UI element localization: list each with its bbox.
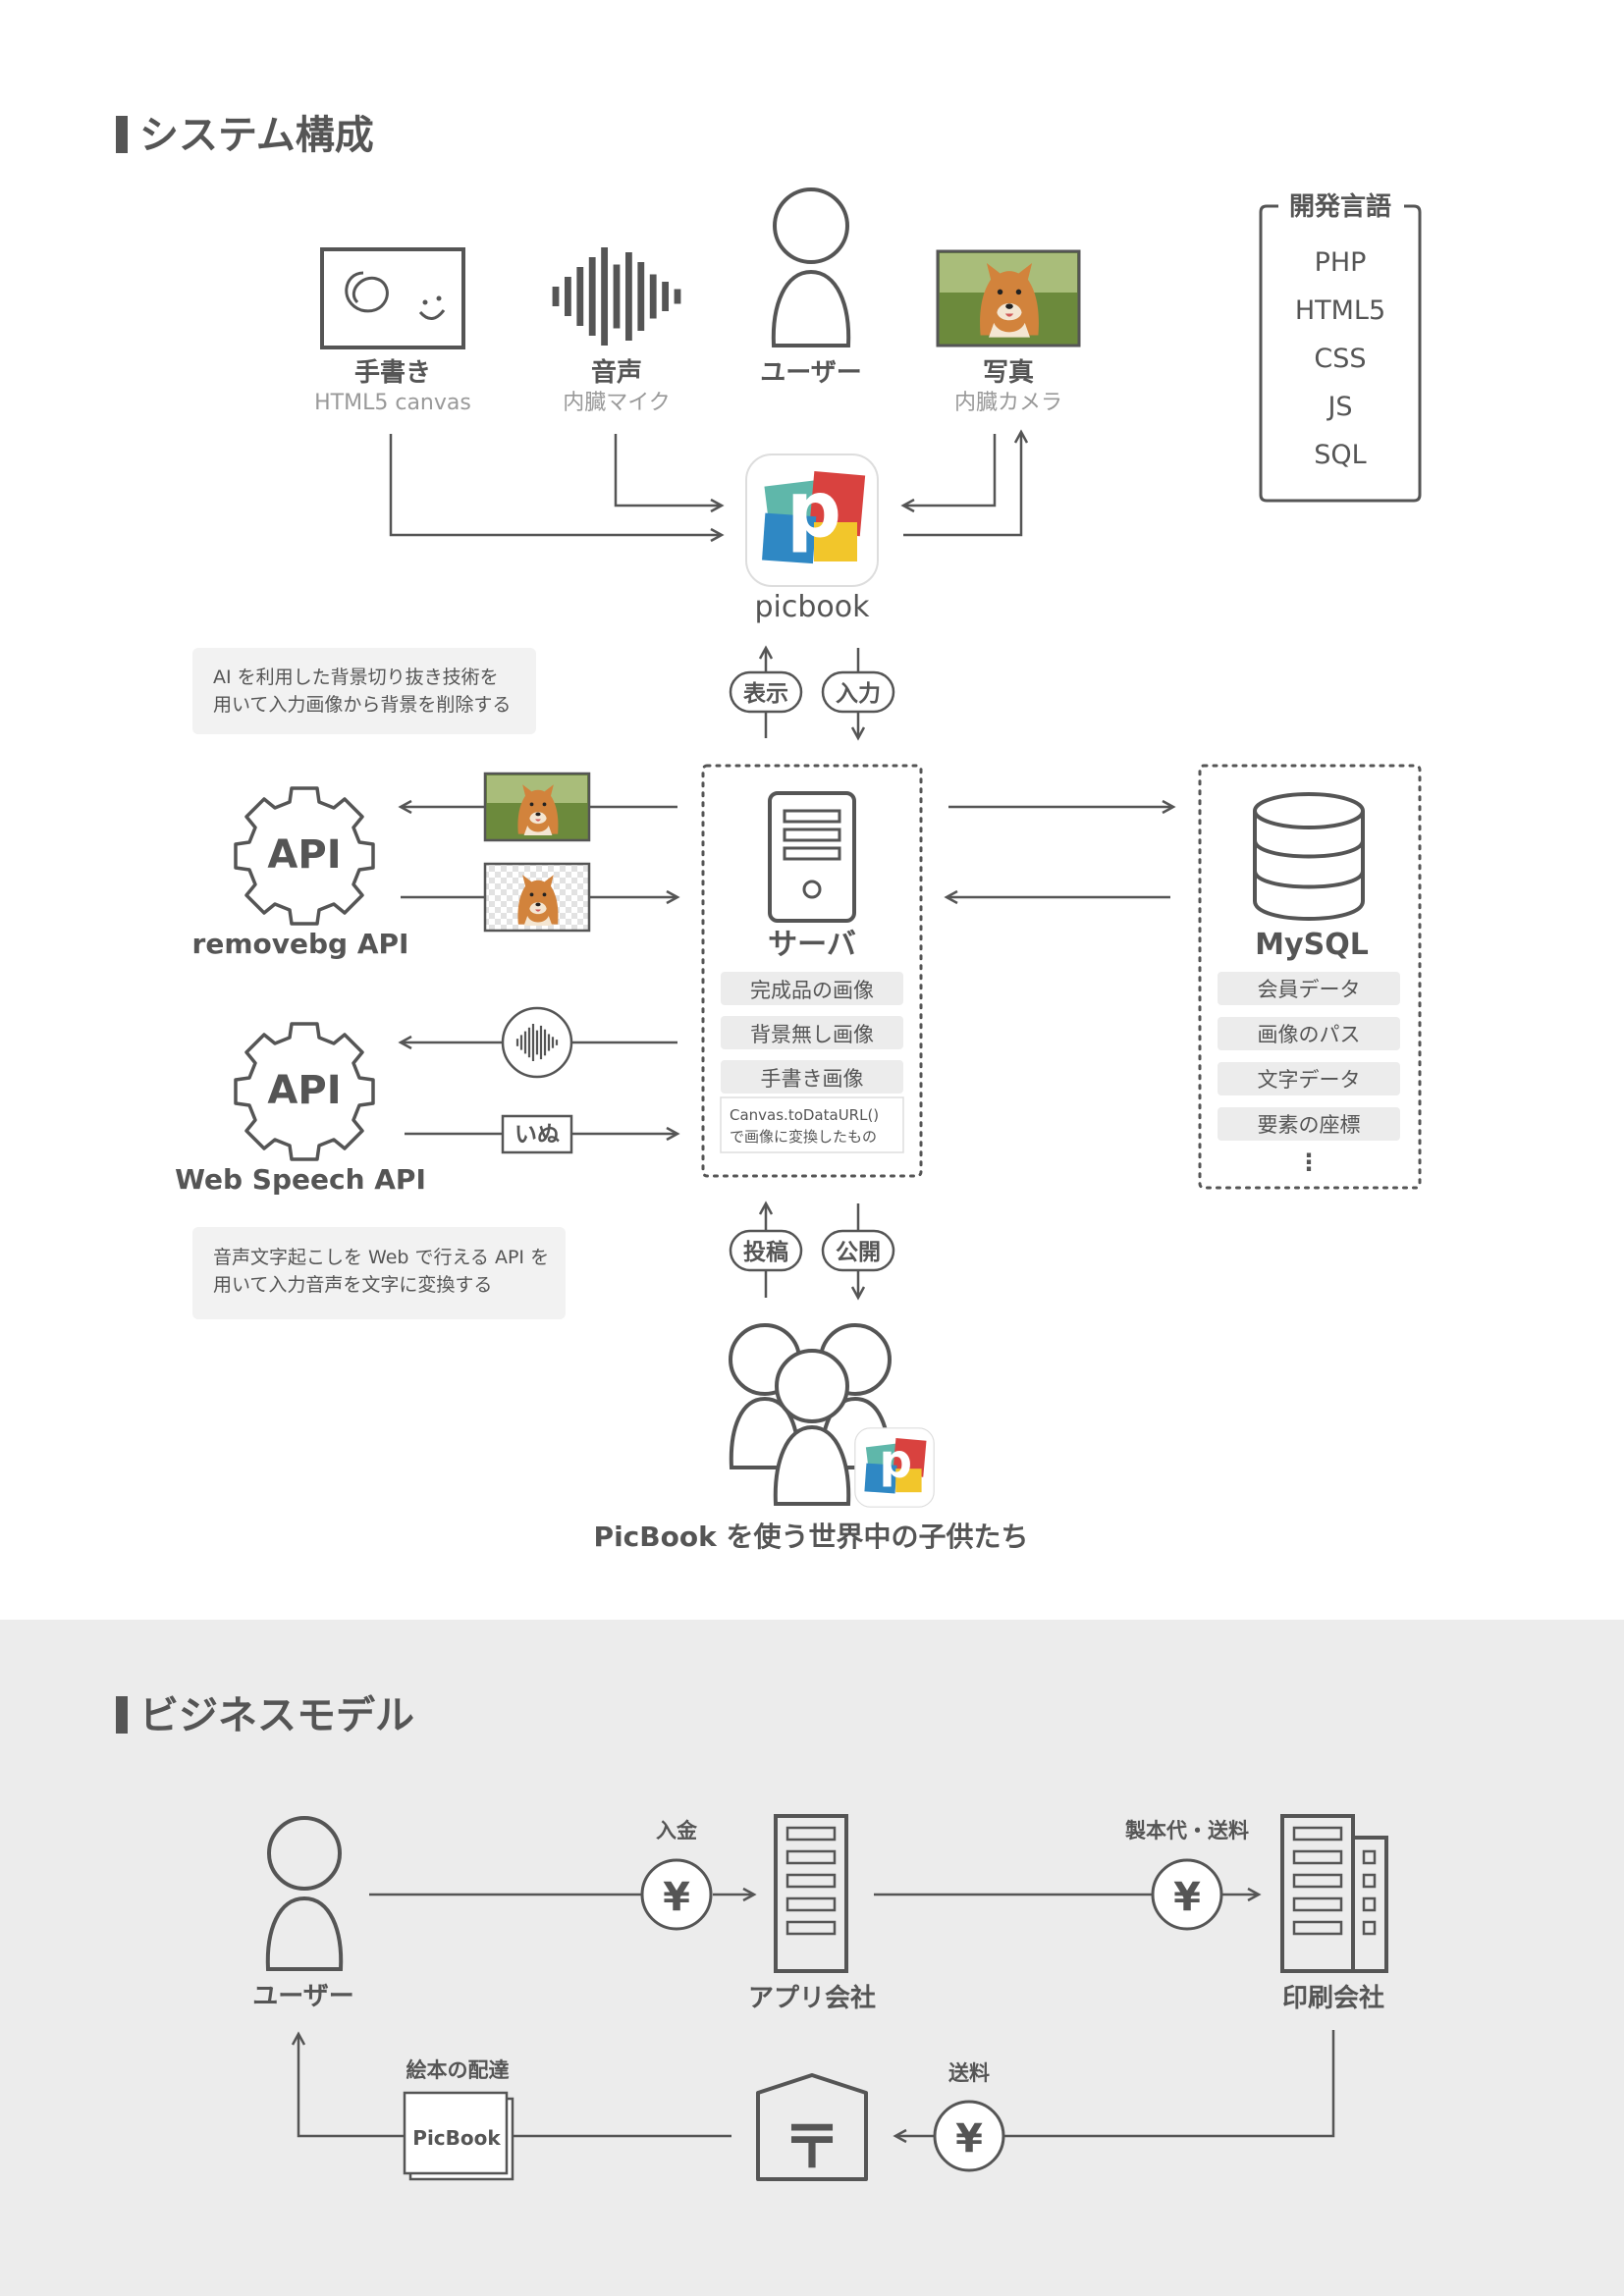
handwriting-sub: HTML5 canvas [314, 391, 471, 415]
user-input: ユーザー [760, 187, 862, 388]
payment-label: 入金 [656, 1819, 698, 1842]
delivery-label: 絵本の配達 [406, 2058, 510, 2082]
webspeech-api: API Web Speech API [175, 1022, 426, 1196]
post-label: 投稿 [743, 1239, 788, 1265]
printer-label: 印刷会社 [1282, 1983, 1384, 2013]
shipping-label: 送料 [948, 2061, 990, 2085]
languages-box: 開発言語 PHP HTML5 CSS JS SQL [1259, 191, 1422, 503]
input-label: 入力 [836, 681, 881, 707]
mysql-item: 文字データ [1258, 1068, 1361, 1092]
languages-title: 開発言語 [1289, 191, 1391, 222]
publish-label: 公開 [836, 1240, 881, 1265]
removebg-name: removebg API [192, 928, 409, 960]
heading-marker [116, 116, 128, 153]
display-label: 表示 [743, 681, 788, 707]
scribble-icon [345, 271, 389, 313]
voice-title: 音声 [591, 357, 642, 388]
removebg-api: API removebg API [192, 786, 409, 960]
yen-symbol: ¥ [1173, 1875, 1201, 1920]
user-icon [267, 1816, 342, 1891]
photo-input: 写真 内臓カメラ [936, 249, 1081, 415]
business-heading: ビジネスモデル [139, 1693, 414, 1738]
user-title: ユーザー [760, 358, 861, 388]
sound-wave-icon [556, 247, 677, 346]
children-group-icon [729, 1323, 892, 1506]
mysql-more: ⋮ [1297, 1148, 1321, 1176]
removebg-note [192, 648, 536, 734]
handwriting-to-app-arrow [389, 434, 725, 543]
api-icon-label: API [267, 832, 341, 878]
language-item: SQL [1314, 440, 1366, 470]
handwriting-title: 手書き [354, 358, 431, 388]
mysql-title: MySQL [1255, 928, 1369, 962]
yen-coin-icon [640, 1858, 713, 1931]
picbook-app-icon [745, 454, 879, 587]
server-note-line: Canvas.toDataURL() [730, 1106, 879, 1124]
speech-note-line: 音声文字起こしを Web で行える API を [213, 1247, 549, 1268]
system-section: システム構成 手書き HTML5 canvas 音声 内臓マイク ユーザー [116, 113, 1422, 1553]
user-icon [773, 187, 849, 264]
mysql-item: 会員データ [1258, 978, 1361, 1001]
language-item: CSS [1314, 344, 1366, 374]
api-icon-label: API [267, 1068, 341, 1113]
canvas-frame-icon [320, 247, 465, 349]
text-tag-label: いぬ [514, 1122, 560, 1148]
mysql-item: 画像のパス [1258, 1023, 1361, 1046]
server-box: サーバ 完成品の画像 背景無し画像 手書き画像 Canvas.toDataURL… [701, 764, 923, 1178]
yen-symbol: ¥ [663, 1875, 690, 1920]
speech-note [192, 1227, 566, 1319]
webspeech-name: Web Speech API [175, 1163, 426, 1196]
picbook-book-icon [403, 2091, 514, 2181]
voice-to-app-arrow [614, 434, 725, 513]
postal-mark: 〒 [783, 2113, 841, 2182]
business-user: ユーザー [252, 1816, 354, 2011]
voice-sub: 内臓マイク [563, 391, 671, 415]
photo-to-app-arrow [900, 434, 997, 513]
speech-note-line: 用いて入力音声を文字に変換する [213, 1274, 492, 1296]
language-item: HTML5 [1295, 295, 1385, 326]
book-label: PicBook [412, 2126, 501, 2150]
app-to-camera-arrow [903, 429, 1029, 537]
photo-sub: 内臓カメラ [954, 391, 1062, 415]
delivery-arrow [291, 2031, 405, 2138]
picbook-app-badge [854, 1427, 935, 1508]
server-item: 背景無し画像 [750, 1023, 874, 1046]
server-item: 完成品の画像 [750, 979, 874, 1002]
voice-input: 音声 内臓マイク [556, 247, 677, 415]
language-item: JS [1326, 392, 1352, 422]
post-office-icon [756, 2073, 868, 2181]
children-caption: PicBook を使う世界中の子供たち [594, 1521, 1029, 1553]
app-name: picbook [755, 590, 871, 624]
mysql-item: 要素の座標 [1258, 1113, 1361, 1137]
server-item: 手書き画像 [761, 1067, 864, 1091]
server-title: サーバ [768, 928, 856, 962]
app-company-icon [774, 1814, 848, 1973]
binding-label: 製本代・送料 [1124, 1819, 1249, 1842]
server-note-line: で画像に変換したもの [730, 1128, 877, 1146]
yen-coin-icon [1151, 1858, 1223, 1931]
yen-coin-icon [933, 2100, 1005, 2172]
server-icon [768, 791, 856, 923]
removebg-note-line: 用いて入力画像から背景を削除する [213, 694, 511, 716]
mysql-box: MySQL 会員データ 画像のパス 文字データ 要素の座標 ⋮ [1198, 764, 1422, 1190]
handwriting-input: 手書き HTML5 canvas [314, 247, 471, 415]
language-item: PHP [1315, 247, 1367, 278]
heading-marker [116, 1696, 128, 1734]
system-heading: システム構成 [139, 113, 374, 158]
database-icon [1253, 792, 1365, 921]
printer-company-icon [1280, 1814, 1388, 1973]
text-tag [501, 1114, 573, 1154]
printer-line [1003, 2030, 1335, 2138]
app-company-label: アプリ会社 [748, 1983, 876, 2013]
photo-title: 写真 [983, 358, 1034, 388]
business-user-label: ユーザー [252, 1982, 353, 2011]
removebg-note-line: AI を利用した背景切り抜き技術を [213, 667, 499, 688]
yen-symbol: ¥ [955, 2116, 983, 2162]
business-section: ビジネスモデル ユーザー ¥ 入金 アプリ会社 ¥ 製本代・送料 [0, 1620, 1624, 2296]
